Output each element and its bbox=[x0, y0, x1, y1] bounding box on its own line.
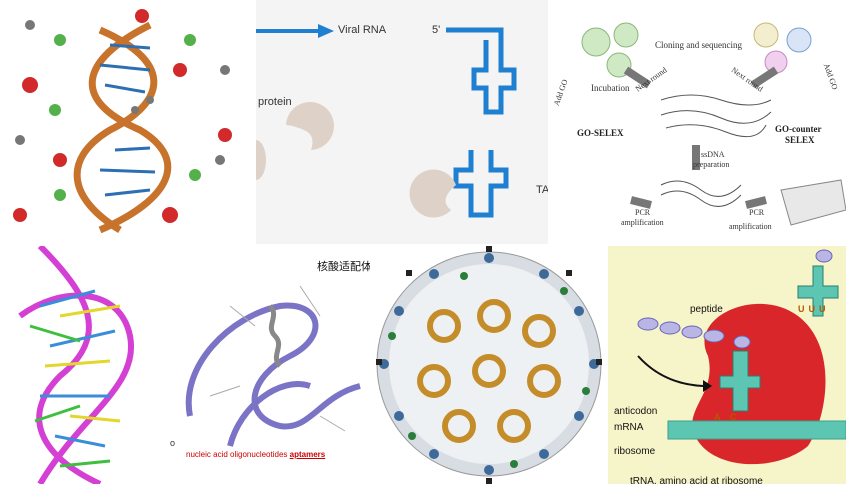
label-title-cn: 核酸适配体 bbox=[317, 260, 370, 273]
label-incubation: Incubation bbox=[591, 83, 630, 93]
image-tile-ribosome[interactable]: peptide anticodon mRNA ribosome UUU A C … bbox=[608, 246, 846, 484]
label-go-counter-selex: SELEX bbox=[785, 135, 815, 145]
label-anticodon: anticodon bbox=[614, 406, 658, 417]
label-edge-o: o bbox=[170, 438, 176, 448]
label-peptide: peptide bbox=[690, 304, 723, 315]
image-tile-dna-hydration[interactable] bbox=[0, 0, 252, 244]
go-selex-diagram bbox=[581, 22, 846, 226]
label-go-counter: GO-counter bbox=[775, 124, 822, 134]
image-tile-dna-ribbon[interactable] bbox=[0, 246, 166, 484]
label-uuu: UUU bbox=[798, 304, 830, 314]
caption-prefix: nucleic acid oligonucleotides bbox=[186, 450, 288, 459]
label-ta: TA bbox=[536, 184, 548, 196]
label-pcr-left-amp: amplification bbox=[621, 218, 664, 227]
label-ssdna: ssDNA bbox=[701, 150, 725, 159]
image-tile-aptamer-structure[interactable]: 核酸适配体 o nucleic acid oligonucleotides ap… bbox=[170, 246, 370, 484]
label-pcr-left: PCR bbox=[635, 208, 651, 217]
ribosome-illustration bbox=[637, 249, 846, 465]
label-protein: protein bbox=[258, 96, 292, 108]
label-cloning: Cloning and sequencing bbox=[655, 40, 742, 50]
label-pcr-right-amp: amplification bbox=[729, 222, 772, 231]
aptamer-illustration bbox=[185, 285, 361, 447]
caption-trna: tRNA, amino acid at ribosome bbox=[630, 476, 763, 484]
label-go-selex: GO-SELEX bbox=[577, 128, 624, 138]
viral-rna-illustration bbox=[256, 24, 517, 218]
image-tile-viral-rna[interactable]: Viral RNA protein 5' TA 4 bbox=[256, 0, 548, 244]
label-ribosome: ribosome bbox=[614, 446, 656, 457]
liposome-illustration bbox=[376, 246, 602, 484]
label-codon-a: A bbox=[714, 412, 721, 422]
label-codon-c: C bbox=[730, 412, 737, 422]
dna-hydration-illustration bbox=[13, 9, 232, 234]
label-pcr-right: PCR bbox=[749, 208, 765, 217]
image-tile-go-selex[interactable]: Cloning and sequencing Incubation Next r… bbox=[551, 0, 846, 244]
caption-link-aptamers[interactable]: aptamers bbox=[289, 450, 326, 459]
label-ssdna-prep: preparation bbox=[693, 160, 730, 169]
image-tile-liposome[interactable] bbox=[374, 246, 604, 484]
label-five-prime: 5' bbox=[432, 24, 441, 36]
caption-aptamers: nucleic acid oligonucleotides aptamers bbox=[186, 450, 325, 459]
dna-ribbon-illustration bbox=[18, 246, 135, 484]
label-viral-rna: Viral RNA bbox=[338, 24, 387, 36]
label-mrna: mRNA bbox=[614, 422, 644, 433]
